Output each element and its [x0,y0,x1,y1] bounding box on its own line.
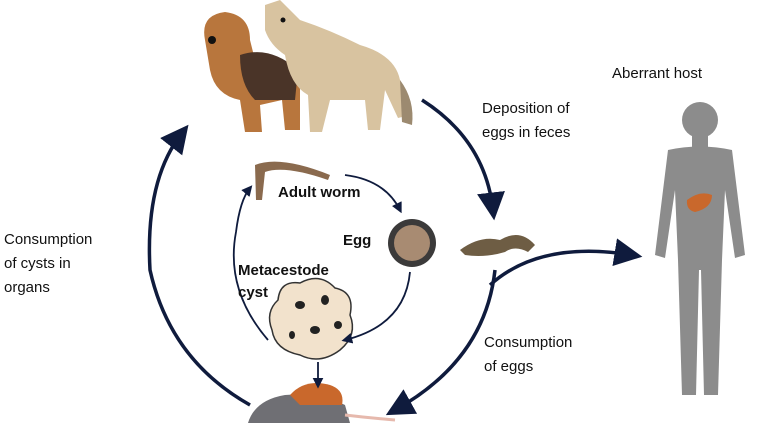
metacestode-cyst-illustration [268,277,354,360]
coyote-illustration [265,0,413,132]
cycle-arrows [147,98,643,416]
arrow-host-to-feces [421,98,505,221]
arrow-egg-to-cyst [341,271,411,344]
metacestode-label-line1: Metacestode [238,262,329,279]
egg-illustration [388,219,436,267]
liver-icon [686,193,712,212]
human-silhouette [655,102,745,395]
egg-label: Egg [343,232,371,249]
inner-cycle-arrows [232,174,411,389]
arrow-cysts-to-host [147,124,251,407]
rodent-illustration [248,382,396,423]
cysts-label-line1: Consumption [4,231,92,248]
metacestode-label-line2: cyst [238,284,268,301]
deposition-label-line1: Deposition of [482,100,570,117]
feces-illustration [460,235,535,256]
arrow-feces-to-rodent [385,269,497,416]
arrow-worm-to-egg [344,174,402,214]
adult-worm-label: Adult worm [278,184,361,201]
arrow-cyst-to-worm [232,185,269,341]
cysts-label-line3: organs [4,279,50,296]
aberrant-host-label: Aberrant host [612,65,703,82]
deposition-label-line2: eggs in feces [482,124,570,141]
dog-illustration [204,12,300,132]
adult-worm-illustration [255,161,330,200]
cysts-label-line2: of cysts in [4,255,71,272]
eggs-label-line2: of eggs [484,358,533,375]
arrow-feces-to-human [488,238,643,287]
eggs-label-line1: Consumption [484,334,572,351]
